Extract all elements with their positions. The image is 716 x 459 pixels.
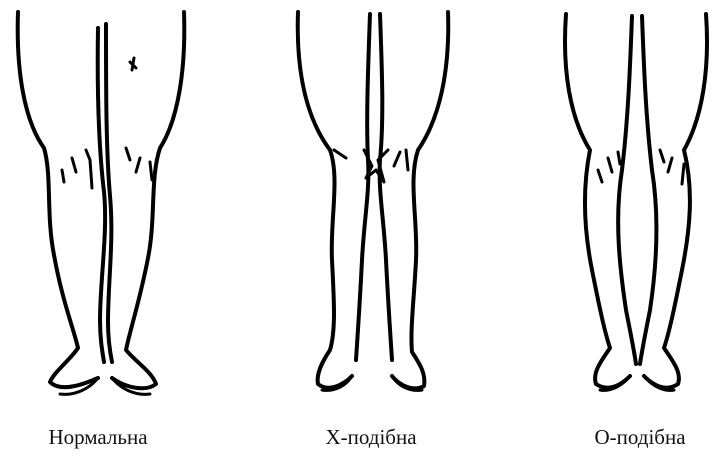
caption-o-shaped: О-подібна (594, 425, 685, 450)
normal-legs-drawing (18, 12, 185, 394)
caption-normal: Нормальна (48, 425, 147, 450)
o-shaped-legs-drawing (565, 14, 707, 390)
x-shaped-legs-drawing (298, 12, 448, 390)
caption-x-shaped: Х-подібна (325, 425, 416, 450)
legs-illustration (0, 0, 716, 420)
